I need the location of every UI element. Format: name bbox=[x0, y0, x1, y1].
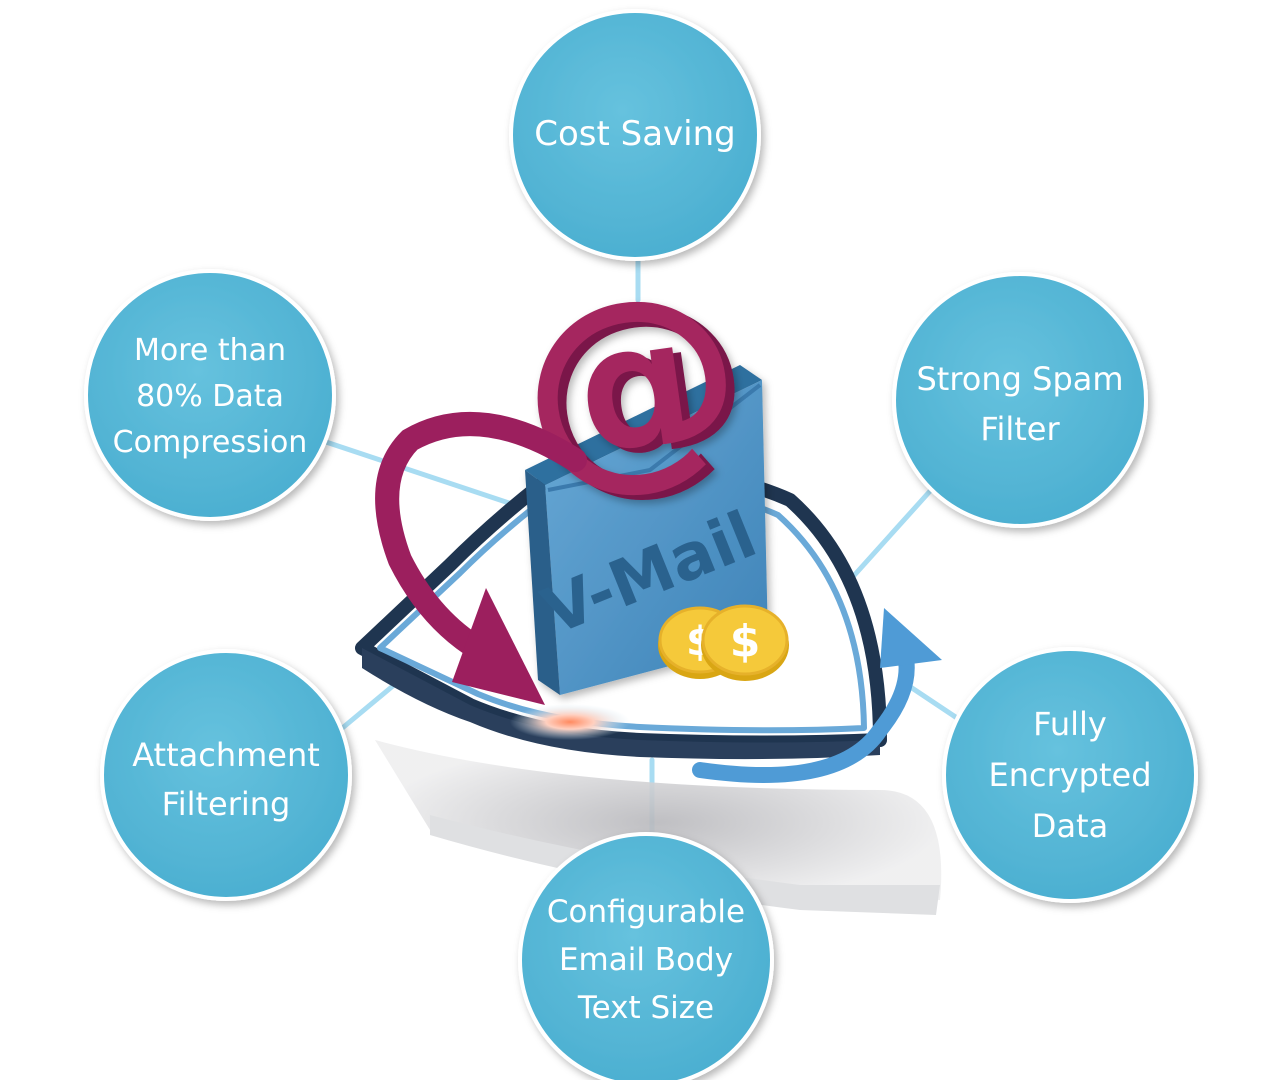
svg-text:@: @ bbox=[504, 239, 757, 523]
bubble-encryption-line-1: Fully bbox=[1033, 705, 1107, 743]
connector-left bbox=[337, 677, 403, 733]
bubble-encryption-line-3: Data bbox=[1032, 807, 1108, 845]
connector-right bbox=[847, 477, 943, 583]
bubble-spam-filter-line-2: Filter bbox=[980, 410, 1060, 448]
bubble-attachment-line-1: Attachment bbox=[132, 736, 320, 774]
bubble-attachment: Attachment Filtering bbox=[100, 649, 352, 901]
bubble-text-size-line-1: Configurable bbox=[547, 894, 745, 930]
bubble-cost-saving: Cost Saving bbox=[509, 9, 761, 261]
svg-text:$: $ bbox=[730, 616, 761, 667]
bubble-compression-line-2: 80% Data bbox=[136, 379, 284, 414]
bubble-text-size-line-2: Email Body bbox=[559, 942, 733, 978]
bubble-compression-line-1: More than bbox=[134, 333, 286, 368]
glow-spot bbox=[510, 704, 630, 740]
bubble-encryption: Fully Encrypted Data bbox=[942, 647, 1198, 903]
bubble-cost-saving-line-1: Cost Saving bbox=[534, 114, 736, 154]
bubble-spam-filter: Strong Spam Filter bbox=[892, 272, 1148, 528]
bubble-spam-filter-line-1: Strong Spam bbox=[916, 360, 1123, 398]
at-symbol-icon: @ @ bbox=[504, 239, 766, 528]
bubble-attachment-line-2: Filtering bbox=[162, 785, 291, 823]
svg-text:@: @ bbox=[513, 244, 766, 528]
bubble-text-size-line-3: Text Size bbox=[577, 990, 714, 1026]
magenta-circular-arrow bbox=[375, 412, 587, 705]
bubble-text-size: Configurable Email Body Text Size bbox=[518, 832, 774, 1080]
bubble-compression: More than 80% Data Compression bbox=[84, 269, 336, 521]
blue-circular-arrow bbox=[692, 608, 942, 783]
bubble-compression-line-3: Compression bbox=[113, 425, 308, 460]
coins-icon: $ $ bbox=[658, 604, 789, 681]
floor-shadow bbox=[375, 740, 942, 915]
bubble-encryption-line-2: Encrypted bbox=[988, 756, 1151, 794]
